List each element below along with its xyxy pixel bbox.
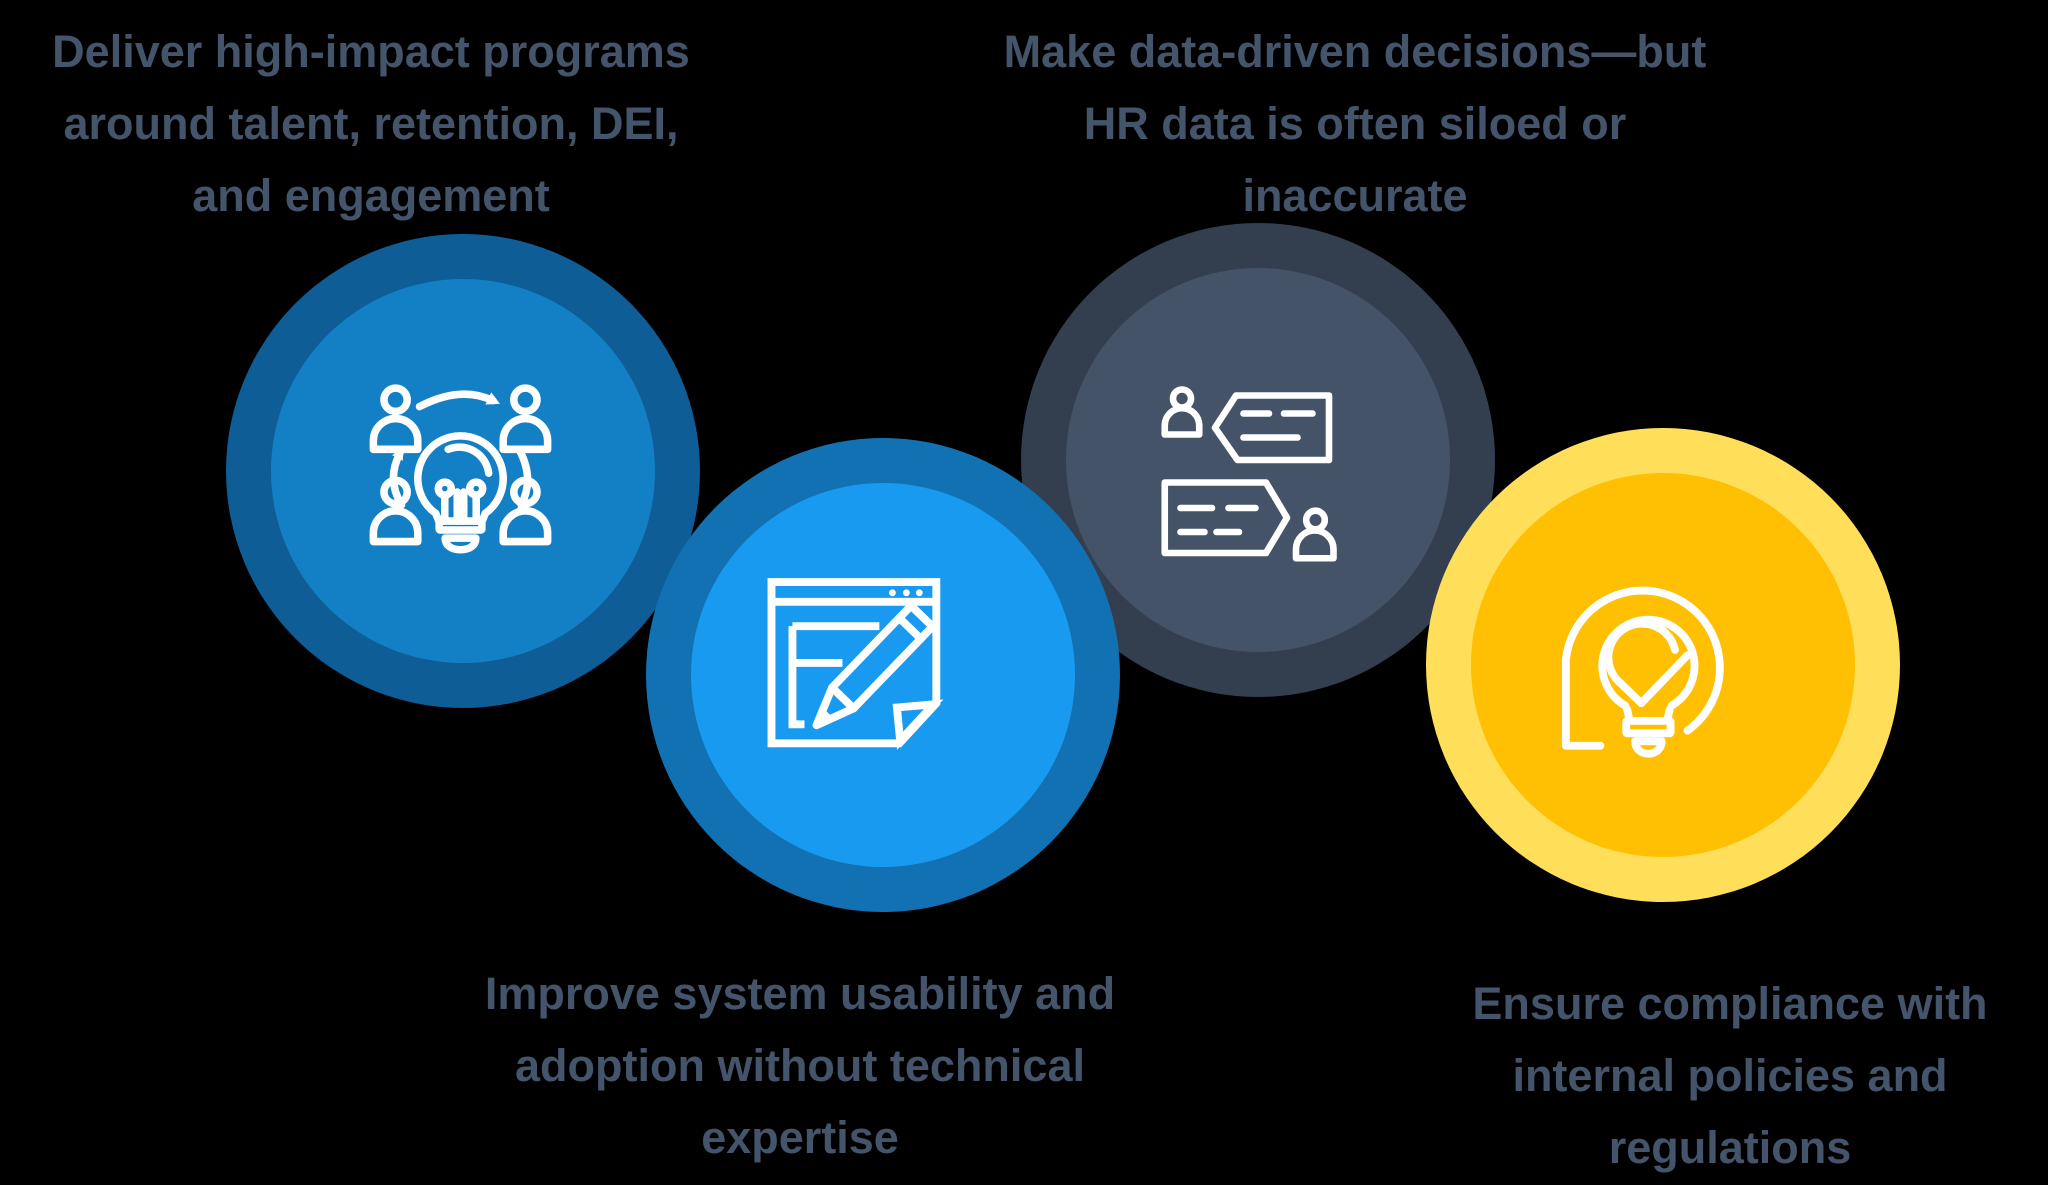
- bubble-outline: [1561, 586, 1724, 750]
- caption-line: around talent, retention, DEI,: [63, 98, 679, 149]
- badge-data-decisions: [1021, 223, 1495, 697]
- lightbulb-check: [1598, 615, 1699, 758]
- person-top-left: [369, 384, 422, 454]
- caption-line: Make data-driven decisions—but: [1003, 26, 1707, 77]
- caption-line: internal policies and: [1512, 1050, 1948, 1101]
- browser-window: [767, 578, 944, 750]
- caption-line: adoption without technical: [515, 1040, 1085, 1091]
- page-fold-corner: [892, 699, 944, 750]
- checkmark: [1614, 651, 1692, 708]
- lightbulb-checkmark-icon: [1561, 586, 1724, 758]
- lightbulb: [414, 432, 507, 554]
- caption-line: regulations: [1608, 1122, 1852, 1173]
- badge-compliance-inner-circle: [1471, 473, 1855, 857]
- caption-data-decisions: Make data-driven decisions—but HR data i…: [975, 16, 1735, 232]
- caption-line: Deliver high-impact programs: [52, 26, 690, 77]
- pencil: [812, 601, 937, 730]
- caption-line: Improve system usability and: [484, 968, 1116, 1019]
- document-edit-pencil-icon: [767, 578, 944, 750]
- caption-line: HR data is often siloed or: [1083, 98, 1627, 149]
- cycle-arrows: [389, 390, 532, 512]
- caption-line: inaccurate: [1242, 170, 1468, 221]
- message-bubble-right: [1161, 479, 1291, 557]
- person-top-left: [1161, 386, 1203, 438]
- caption-line: Ensure compliance with: [1472, 978, 1988, 1029]
- person-bottom-right: [1292, 507, 1337, 562]
- badge-talent-programs: [226, 234, 700, 708]
- person-top-right: [499, 384, 552, 454]
- caption-talent-programs: Deliver high-impact programs around tale…: [11, 16, 731, 232]
- caption-compliance: Ensure compliance with internal policies…: [1370, 968, 2048, 1184]
- people-lightbulb-collaboration-icon: [369, 384, 552, 554]
- badge-system-usability: [646, 438, 1120, 912]
- conversation-data-exchange-icon: [1161, 386, 1337, 562]
- message-bubble-left: [1211, 392, 1333, 464]
- badge-compliance: [1426, 428, 1900, 902]
- caption-system-usability: Improve system usability and adoption wi…: [420, 958, 1180, 1174]
- caption-line: and engagement: [192, 170, 550, 221]
- badge-talent-inner-circle: [271, 279, 655, 663]
- caption-line: expertise: [701, 1112, 899, 1163]
